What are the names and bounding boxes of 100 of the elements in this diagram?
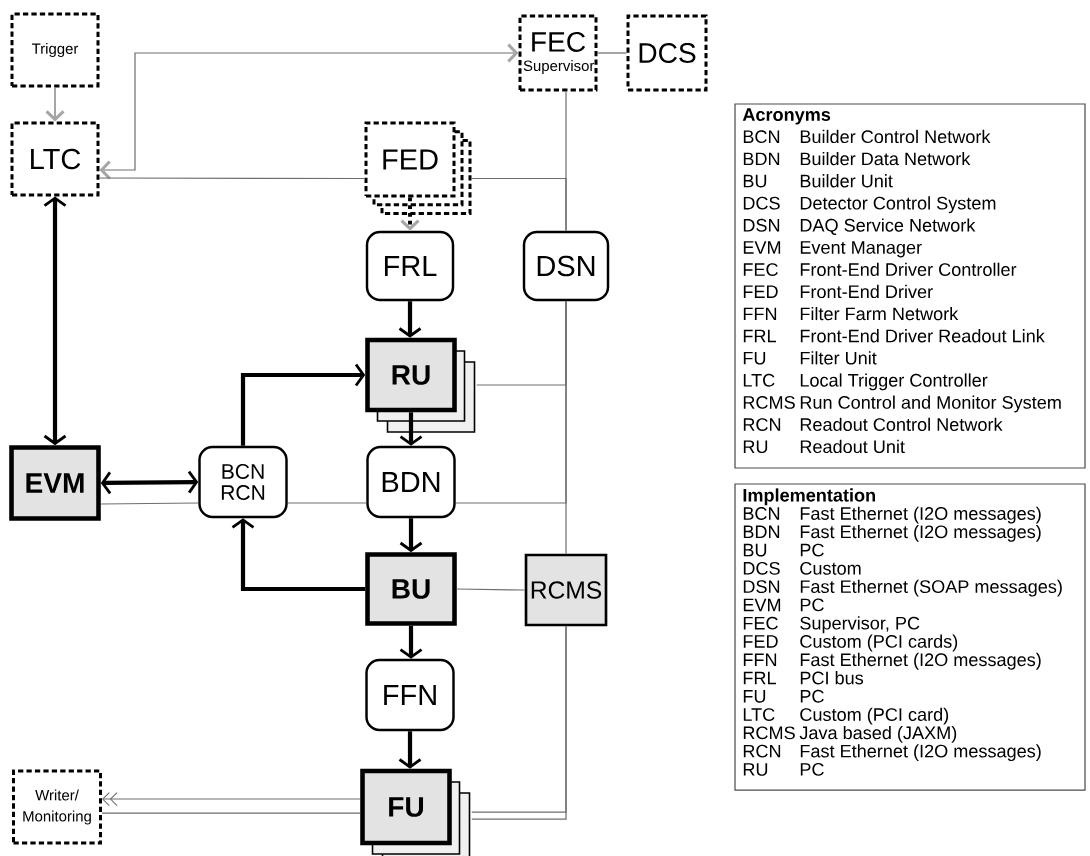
connector [565,90,567,232]
panel-heading: Acronyms [742,108,831,125]
rounded-box: BCN RCN [198,445,288,519]
description-text: PC [800,543,824,557]
connector [399,625,423,659]
dashed-box: Writer/ Monitoring [12,769,102,845]
description-text: Fast Ethernet (I2O messages) [800,506,1041,524]
dashed-box: Trigger [10,12,100,88]
acronym-text: RU [743,440,768,454]
description-text: Filter Unit [800,351,877,365]
acronym-text: DCS [743,196,780,210]
acronym-text: FEC [743,263,778,276]
connector [399,412,423,446]
connector [456,588,526,591]
description-text: Readout Control Network [800,417,1003,431]
description-text: Custom [800,561,861,575]
acronym-text: LTC [743,373,775,387]
stacked-box: FED [364,121,472,216]
connector [98,177,366,180]
description-text: Custom (PCI cards) [800,634,958,652]
acronym-text: FU [743,351,766,365]
description-text: Fast Ethernet (SOAP messages) [800,579,1062,597]
rounded-box: FRL [365,230,455,302]
connector [45,86,65,122]
description-text: Java based (JAXM) [799,725,957,743]
acronym-text: BDN [743,152,780,166]
connector [231,518,366,592]
panel-heading: Implementation [743,488,875,506]
process-box: RCMS [524,553,608,627]
acronym-text: DCS [743,561,780,575]
stacked-box: FU [360,768,471,856]
description-text: Front-End Driver [800,284,933,299]
process-box: EVM [9,445,101,521]
connector [400,197,420,231]
description-text: Fast Ethernet (I2O messages) [800,652,1041,670]
connector [100,502,199,505]
description-text: Builder Control Network [800,129,991,144]
connector [565,300,567,555]
connector [100,470,199,495]
description-text: Event Manager [800,241,922,258]
description-text: Custom (PCI card) [800,707,949,725]
acronym-text: FEC [743,616,778,630]
acronym-text: BCN [743,130,780,144]
process-box: BU [365,552,457,626]
dashed-box: DCS [626,14,708,92]
acronym-text: FU [743,690,766,703]
acronym-text: DSN [743,218,780,232]
legend-panel [734,483,1086,791]
description-text: PCI bus [800,671,864,685]
connector [398,731,422,769]
connector [102,792,361,807]
description-text: Readout Unit [800,439,905,454]
dashed-box: LTC [10,121,100,197]
connector [398,301,422,338]
acronym-text: FED [743,635,778,648]
connector [596,52,628,54]
acronym-text: RCN [743,744,781,758]
description-text: Fast Ethernet (I2O messages) [800,524,1041,542]
description-text: Builder Data Network [800,151,971,166]
acronym-text: FED [743,285,778,298]
description-text: PC [800,598,824,612]
description-text: Run Control and Monitor System [800,395,1061,413]
acronym-text: FFN [743,653,777,666]
acronym-text: BU [743,174,767,188]
acronym-text: FRL [743,329,776,343]
rounded-box: DSN [522,230,610,302]
acronym-text: RCMS [743,726,795,740]
dashed-box: FEC Supervisor [518,14,598,92]
description-text: DAQ Service Network [800,218,976,235]
connector [43,196,67,446]
connector [287,502,367,504]
connector [399,518,423,553]
acronym-text: LTC [743,708,775,721]
acronym-text: RCMS [743,396,795,409]
description-text: PC [800,762,824,776]
description-text: Filter Farm Network [800,306,959,321]
description-text: Fast Ethernet (I2O messages) [800,744,1041,762]
rounded-box: BDN [366,445,456,519]
acronym-text: FRL [743,671,776,685]
description-text: Front-End Driver Readout Link [800,329,1045,343]
legend-panel [734,103,1086,469]
connector [101,812,361,814]
acronym-text: BU [743,543,767,557]
description-text: Supervisor, PC [800,616,920,634]
description-text: PC [800,689,824,703]
acronym-text: RU [743,763,768,776]
acronym-text: BCN [743,507,780,520]
acronym-text: EVM [743,241,781,254]
acronym-text: FFN [743,307,777,321]
description-text: Builder Unit [800,174,893,188]
description-text: Detector Control System [800,196,996,214]
stacked-box: RU [365,337,476,433]
acronym-text: BDN [743,525,780,539]
acronym-text: EVM [743,598,781,612]
connector [240,363,366,446]
connector [99,43,519,180]
acronym-text: RCN [743,418,781,431]
rounded-box: FFN [365,658,455,732]
acronym-text: DSN [743,580,780,593]
description-text: Front-End Driver Controller [800,262,1017,276]
